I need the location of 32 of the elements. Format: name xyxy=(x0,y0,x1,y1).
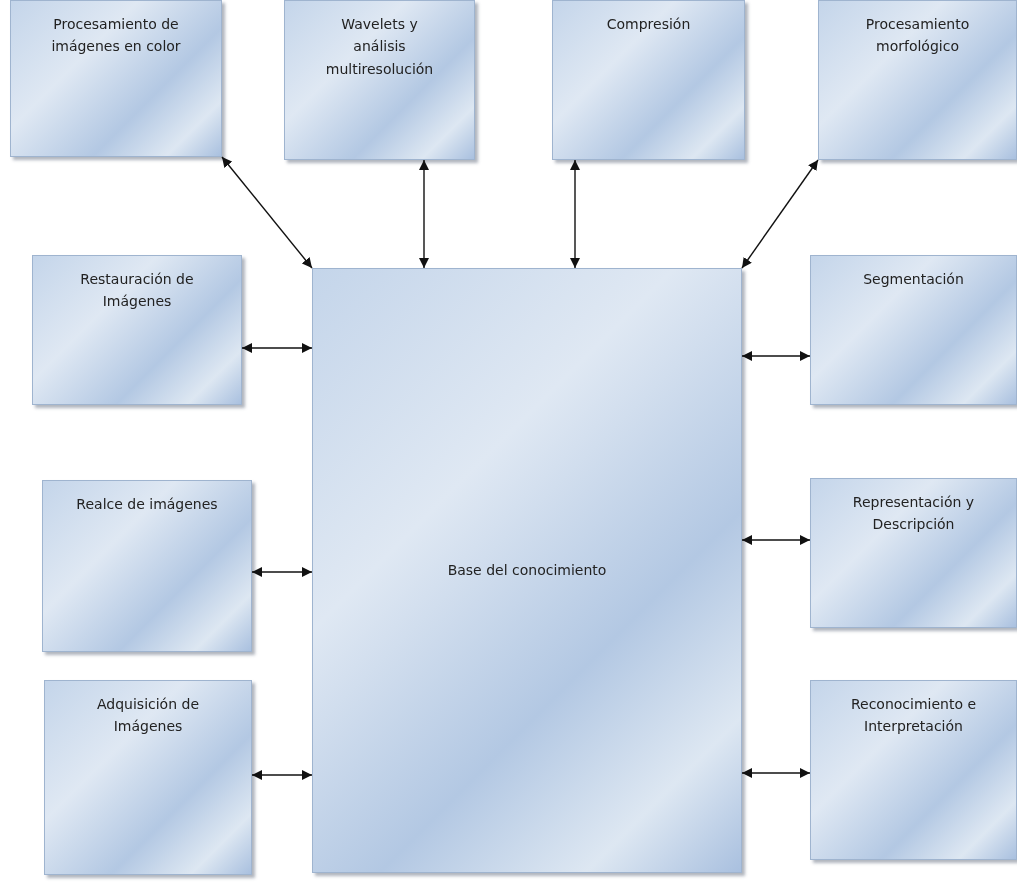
box-label: Wavelets y análisis multiresolución xyxy=(324,15,435,79)
process-box xyxy=(284,0,475,160)
box-label: Base del conocimiento xyxy=(447,561,607,581)
process-box xyxy=(552,0,745,160)
process-box xyxy=(810,478,1017,628)
double-arrow xyxy=(741,159,819,269)
process-box xyxy=(32,255,242,405)
double-arrow xyxy=(570,159,580,269)
process-box xyxy=(44,680,252,875)
box-label: Realce de imágenes xyxy=(76,495,218,514)
box-label: Segmentación xyxy=(863,270,964,289)
double-arrow xyxy=(419,159,429,269)
double-arrow xyxy=(741,351,811,361)
box-label: Adquisición de Imágenes xyxy=(96,695,200,737)
double-arrow xyxy=(741,768,811,778)
box-label: Restauración de Imágenes xyxy=(79,270,195,312)
process-box xyxy=(10,0,222,157)
box-label: Compresión xyxy=(606,15,691,34)
double-arrow xyxy=(741,535,811,545)
box-label: Representación y Descripción xyxy=(851,493,976,535)
box-label: Procesamiento morfológico xyxy=(864,15,971,57)
box-label: Procesamiento de imágenes en color xyxy=(50,15,182,57)
double-arrow xyxy=(251,770,313,780)
process-box xyxy=(818,0,1017,160)
process-box xyxy=(810,680,1017,860)
process-box xyxy=(312,268,742,873)
double-arrow xyxy=(251,567,313,577)
process-box xyxy=(42,480,252,652)
process-box xyxy=(810,255,1017,405)
double-arrow xyxy=(221,156,313,269)
box-label: Reconocimiento e Interpretación xyxy=(849,695,978,737)
double-arrow xyxy=(241,343,313,353)
